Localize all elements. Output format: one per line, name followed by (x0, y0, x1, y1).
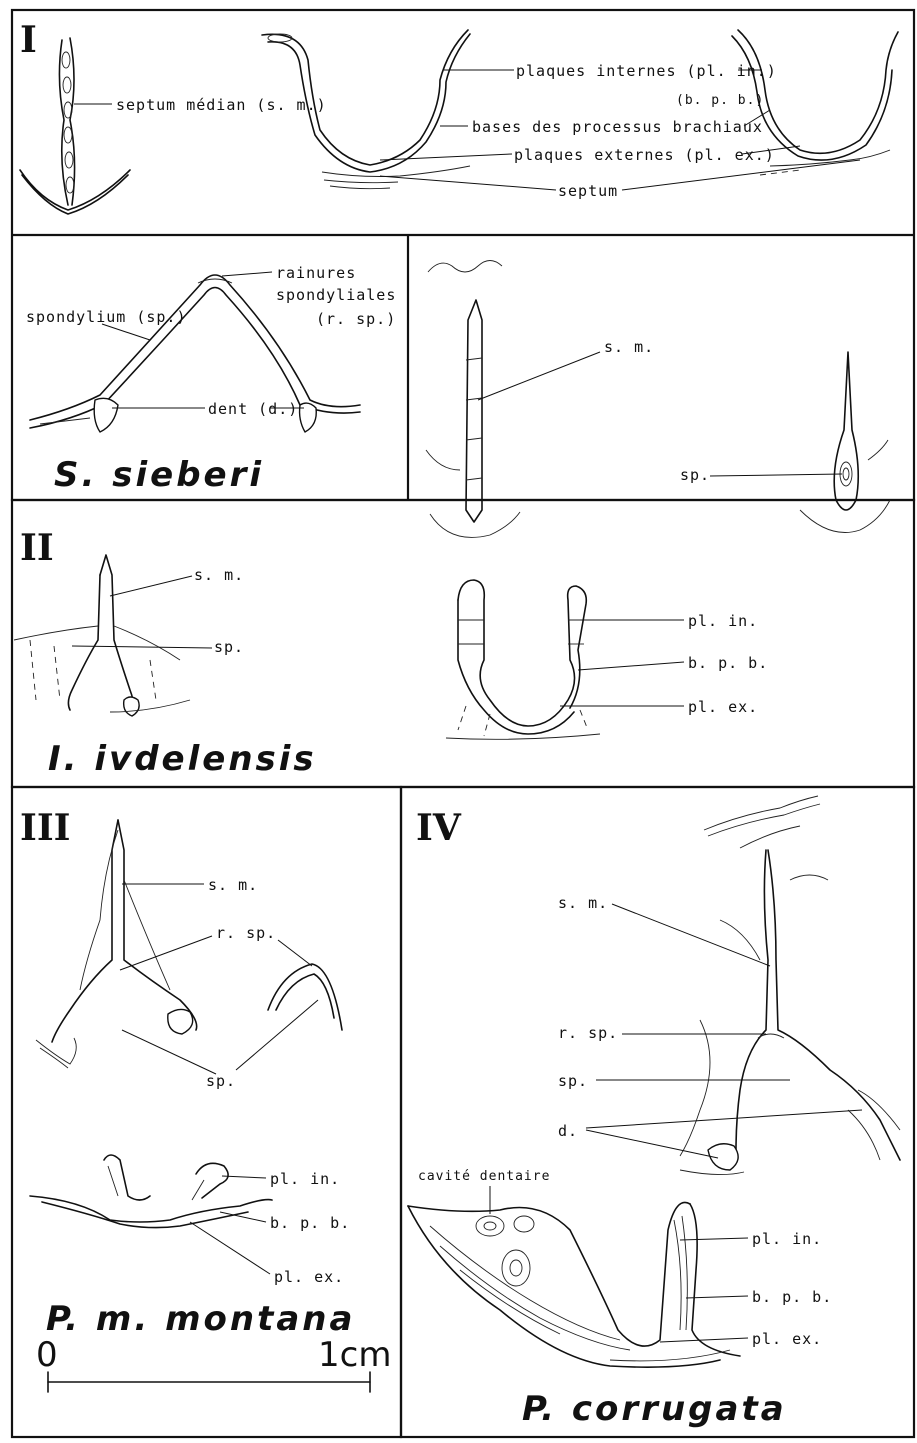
label-rainures-2: spondyliales (276, 286, 396, 304)
label-bases-processus: bases des processus brachiaux (472, 118, 763, 136)
label-dent: dent (d.) (208, 400, 298, 418)
label-p2-sp: sp. (214, 638, 244, 656)
label-spondylium: spondylium (sp.) (26, 308, 187, 326)
panel-3-rsp-hook (268, 964, 342, 1030)
panel-1-median-septum-section (20, 38, 130, 214)
label-bpb-abbrev: (b. p. b.) (676, 93, 764, 108)
species-name-1: S. sieberi (54, 455, 264, 495)
label-septum-median: septum médian (s. m.) (116, 96, 327, 114)
label-plaques-internes: plaques internes (pl. in.) (516, 62, 777, 80)
label-p3-sm: s. m. (208, 876, 258, 894)
label-p4-pl-in: pl. in. (752, 1230, 822, 1248)
label-p3-pl-ex: pl. ex. (274, 1268, 344, 1286)
label-p4-cavite: cavité dentaire (418, 1169, 550, 1184)
label-sm-right: s. m. (604, 338, 654, 356)
panel-3-septum-spondylium (36, 820, 197, 1068)
label-p4-sm: s. m. (558, 894, 608, 912)
label-p2-pl-in: pl. in. (688, 612, 758, 630)
label-p4-d: d. (558, 1122, 578, 1140)
panel-1-right-leaders (478, 352, 842, 476)
scale-bar-end: 1cm (318, 1335, 391, 1375)
panel-4-brachial-leaders (490, 1186, 748, 1342)
panel-4-septum-spondylium (680, 796, 900, 1175)
panel-3-brachial-leaders (190, 1176, 270, 1274)
roman-numeral-3: III (20, 807, 71, 849)
panel-2-septum-leaders (72, 576, 212, 648)
label-rainures-3: (r. sp.) (316, 310, 396, 328)
panel-frames (12, 10, 914, 1437)
label-p4-sp: sp. (558, 1072, 588, 1090)
panel-4-leaders (586, 904, 862, 1158)
label-p2-pl-ex: pl. ex. (688, 698, 758, 716)
panel-3-brachial-section (30, 1155, 272, 1228)
species-name-3: P. m. montana (46, 1299, 355, 1339)
panel-2-septum-spondylium (14, 555, 190, 716)
label-p2-bpb: b. p. b. (688, 654, 768, 672)
label-p2-sm: s. m. (194, 566, 244, 584)
panel-2-brachial-leaders (560, 620, 684, 706)
frame-panel-1 (12, 10, 914, 500)
label-p3-rsp: r. sp. (216, 924, 276, 942)
label-septum: septum (558, 182, 618, 200)
label-p3-sp: sp. (206, 1072, 236, 1090)
scale-bar-zero: 0 (36, 1335, 58, 1375)
panel-2-brachial-section (446, 580, 600, 739)
panel-4-brachial-section (408, 1202, 740, 1367)
label-p4-rsp: r. sp. (558, 1024, 618, 1042)
label-plaques-externes: plaques externes (pl. ex.) (514, 146, 775, 164)
label-p3-bpb: b. p. b. (270, 1214, 350, 1232)
label-p3-pl-in: pl. in. (270, 1170, 340, 1188)
label-sp-right: sp. (680, 466, 710, 484)
roman-numeral-1: I (20, 19, 37, 61)
panel-1-right-sections (426, 261, 890, 538)
roman-numeral-2: II (20, 527, 54, 569)
label-p4-bpb: b. p. b. (752, 1288, 832, 1306)
species-name-4: P. corrugata (522, 1389, 787, 1429)
label-rainures-1: rainures (276, 264, 356, 282)
scale-bar (48, 1372, 370, 1392)
label-p4-pl-ex: pl. ex. (752, 1330, 822, 1348)
roman-numeral-4: IV (416, 807, 462, 849)
species-name-2: I. ivdelensis (48, 739, 317, 779)
